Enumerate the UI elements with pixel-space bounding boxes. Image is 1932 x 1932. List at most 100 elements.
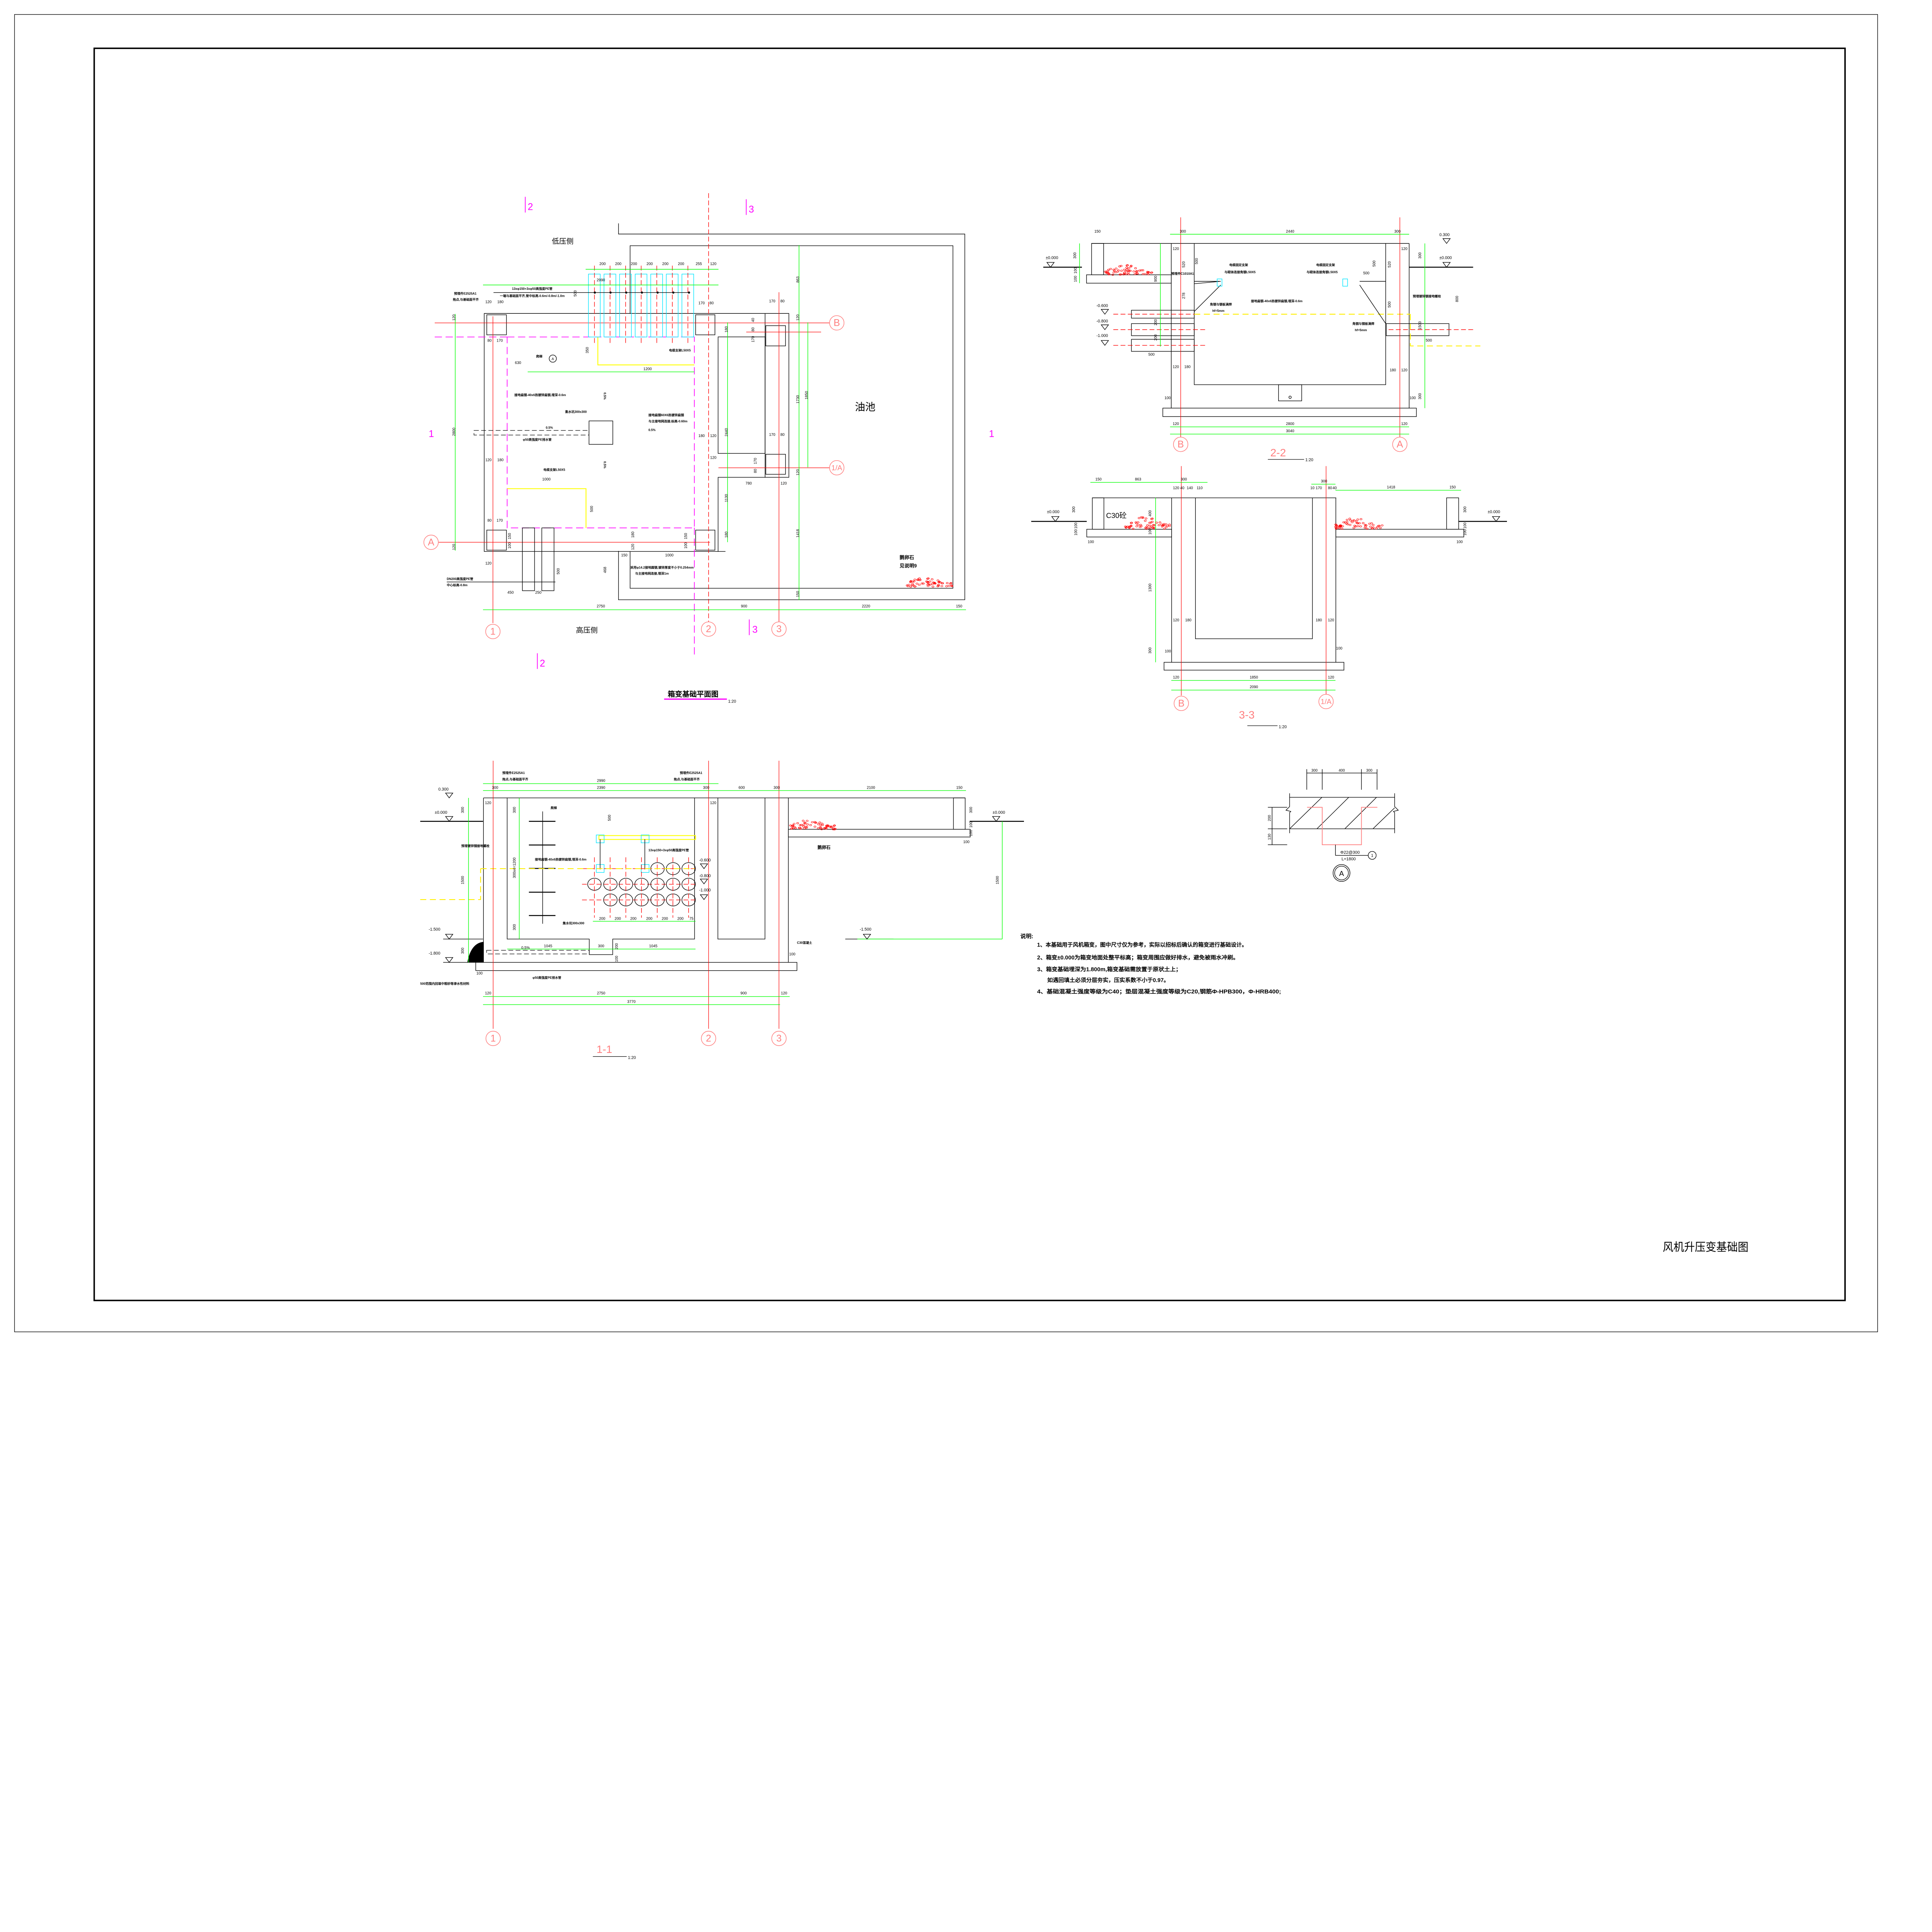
dimension-label: 300 — [1394, 230, 1400, 234]
dimension-label: 170 — [497, 519, 503, 523]
elevation-marks: ±0.000 0.300 ±0.000 -0.600 -0.800 -1.000 — [1046, 233, 1452, 338]
pebble — [909, 585, 912, 588]
dimension-label: 100 — [969, 821, 973, 828]
pebble — [1126, 268, 1128, 270]
dimension-label: 100 — [1336, 646, 1342, 651]
sump-pit — [588, 420, 613, 445]
dimension-label: 180 — [1390, 368, 1396, 372]
pebble — [946, 582, 949, 584]
dimension-label: 120 — [485, 561, 492, 566]
pebble — [814, 821, 817, 824]
dimension-label: 300 — [1463, 507, 1468, 513]
dimension-label: 500 — [556, 568, 561, 574]
pebble — [803, 823, 805, 826]
pebble — [1145, 528, 1148, 530]
pebble — [1143, 273, 1146, 275]
pebble — [1355, 522, 1358, 524]
pebble — [1135, 270, 1138, 273]
pebble — [1352, 527, 1355, 529]
pebble — [1112, 269, 1115, 271]
hatched-columns — [486, 314, 786, 551]
dimension-label: 780 — [745, 481, 752, 486]
pebble — [1358, 522, 1361, 524]
detail-a-mark: A — [1339, 869, 1344, 878]
pebble — [920, 582, 923, 585]
dimension-label: 120 — [710, 434, 716, 438]
dimension-label: 2800 — [452, 428, 456, 436]
dimension-label: 120 — [1328, 618, 1334, 622]
pebble — [1105, 272, 1108, 274]
pebble — [1362, 522, 1365, 524]
dimension-label: 120 — [1173, 422, 1179, 426]
dimension-label: 100 — [1074, 529, 1078, 536]
dimension-label: 1000 — [665, 553, 673, 558]
dimension-label: 300 — [1366, 769, 1372, 773]
pebble — [1122, 273, 1125, 276]
dimension-label: 80 — [781, 299, 785, 303]
axis-a: A — [1396, 439, 1403, 450]
dimension-label: 120 — [1401, 247, 1407, 251]
pebble — [1115, 267, 1117, 270]
dimension-label: 120 — [781, 992, 787, 996]
pebble — [1379, 527, 1382, 529]
annotation: φ50高强度PE排水管 — [532, 976, 561, 980]
dimension-label: 100 — [1148, 529, 1152, 535]
dimension-label: 1418 — [1387, 485, 1395, 490]
dimension-label: 120 — [1173, 618, 1179, 622]
annotation: 一端与基础面平齐,管中标高-0.6m/-0.8m/-1.0m — [500, 294, 565, 298]
dimension-label: 120 — [1401, 368, 1407, 372]
dimension-label: 2440 — [1286, 230, 1294, 234]
pebble — [804, 822, 807, 824]
pebble — [947, 585, 951, 587]
annotation: 电缆固定支架 — [1316, 263, 1335, 267]
pebble — [1144, 520, 1147, 522]
plan-axis-bubbles: B 1/A A 1 2 3 — [423, 315, 845, 639]
pebble — [1127, 273, 1130, 276]
dimension-label: 1200 — [643, 367, 652, 371]
dimension-label: 200 — [678, 262, 684, 266]
dimension-label: 170 — [753, 458, 758, 464]
backfill-zone — [467, 942, 484, 963]
section-1-1-title: 1-1 — [597, 1043, 612, 1055]
pebble — [906, 585, 910, 587]
pebble — [1372, 524, 1375, 526]
pebble — [945, 585, 948, 587]
notes-heading: 说明: — [1020, 933, 1034, 940]
annotation: hf=5mm — [1212, 309, 1224, 313]
pebble — [1127, 271, 1130, 274]
annotation: 接地扁钢-40x6热镀锌扁钢,埋深-0.6m — [1251, 299, 1302, 303]
dimension-label: 300 — [461, 807, 465, 813]
pebble — [1356, 525, 1359, 527]
annotation: 角钢与钢板满焊 — [1352, 321, 1374, 325]
dimension-label: 80 — [781, 433, 785, 437]
dimension-label: 300 — [513, 807, 517, 813]
pebble — [1107, 273, 1111, 275]
dimension-label: 120 — [796, 469, 800, 475]
pebble — [927, 585, 930, 587]
axis-2: 2 — [706, 624, 711, 634]
dimension-label: 170 — [769, 299, 775, 303]
dimension-label: 500 — [1372, 260, 1376, 267]
pebble — [806, 823, 809, 826]
pebble — [933, 582, 936, 584]
annotation: 0.5% — [546, 426, 553, 429]
dimension-label: 100 — [1463, 522, 1468, 529]
dimension-label: 150 — [1094, 230, 1100, 234]
dimension-label: 3040 — [1286, 429, 1294, 434]
dimension-label: 150 — [1449, 485, 1456, 490]
general-notes: 说明: 1、本基础用于风机箱变，图中尺寸仅为参考，实际以招标后确认的箱变进行基础… — [1020, 933, 1281, 995]
pebble — [1129, 270, 1132, 272]
annotation: 爬梯 — [550, 806, 557, 810]
dimension-label: 40 — [1180, 486, 1184, 490]
dimension-label: 120 — [1173, 675, 1179, 680]
drain-pipe — [486, 950, 590, 954]
pebble — [1161, 526, 1164, 528]
pebble — [1136, 521, 1139, 524]
dimension-label: 2440 — [724, 428, 729, 437]
dimension-label: 300 — [1072, 507, 1076, 513]
elevation-label: ±0.000 — [1047, 510, 1059, 514]
dimension-label: 1130 — [724, 494, 729, 502]
pebble — [1342, 521, 1345, 524]
dimension-label: 150 — [956, 786, 963, 790]
